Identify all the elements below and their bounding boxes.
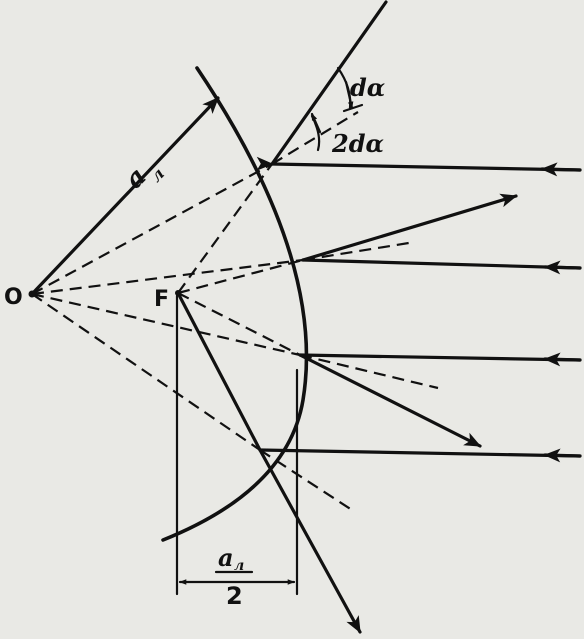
- two-d-alpha-arrow: [310, 112, 322, 134]
- mirror-arc: [161, 66, 309, 542]
- incoming-arrow-1: [540, 162, 582, 177]
- normal-line-3: [31, 292, 301, 357]
- label-half-radius-den: 2: [226, 582, 243, 610]
- reflected-ray-4: [258, 448, 362, 634]
- label-focus: F: [154, 287, 169, 312]
- d-alpha-arrow: [344, 80, 354, 110]
- focal-line-2: [177, 258, 304, 295]
- label-half-radius-sub: л: [234, 558, 244, 574]
- label-d-alpha: dα: [350, 73, 385, 102]
- incoming-arrow-2: [543, 260, 582, 275]
- normal-line-1: [31, 163, 273, 295]
- normal-line-4: [31, 293, 261, 451]
- incoming-ray-2: [301, 258, 582, 270]
- reflected-ray-3: [298, 353, 482, 448]
- label-radius: a: [119, 162, 152, 195]
- focal-solid-line: [176, 291, 262, 452]
- label-origin: O: [4, 285, 23, 310]
- dashed-bisector: [271, 111, 359, 165]
- incoming-ray-4: [258, 448, 582, 458]
- normal-ext-3: [299, 353, 439, 390]
- normal-ext-4: [259, 449, 356, 513]
- incoming-ray-3: [298, 353, 582, 362]
- incoming-ray-1: [256, 156, 582, 172]
- incoming-arrow-4: [543, 448, 582, 463]
- label-half-radius-num: a: [218, 543, 234, 572]
- d-alpha-tick: [342, 103, 364, 113]
- incoming-arrow-3: [543, 352, 582, 367]
- radius-arrow: [30, 96, 220, 296]
- point-o: [28, 290, 36, 298]
- reflected-ray-2: [301, 193, 518, 262]
- focal-line-3: [177, 292, 301, 356]
- point-f: [175, 290, 181, 296]
- focal-line-1: [177, 163, 273, 294]
- top-ray-line: [270, 0, 388, 166]
- label-two-d-alpha: 2dα: [331, 129, 384, 158]
- normal-line-2: [31, 258, 304, 296]
